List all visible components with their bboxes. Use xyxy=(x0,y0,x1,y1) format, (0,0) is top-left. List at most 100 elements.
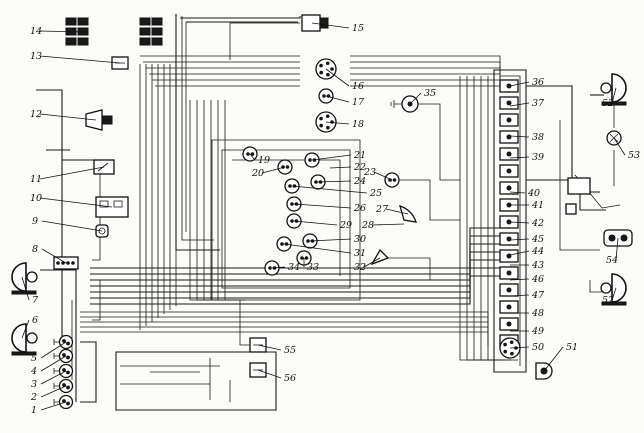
leader-c24 xyxy=(317,180,352,183)
leader-c9 xyxy=(41,220,103,232)
label-c20: 20 xyxy=(251,168,264,179)
leader-c46 xyxy=(509,278,530,281)
wire-8 xyxy=(80,316,489,334)
label-c2: 2 xyxy=(30,392,37,403)
label-c39: 39 xyxy=(532,152,544,163)
label-c24: 24 xyxy=(353,176,366,187)
component-c6 xyxy=(11,323,38,356)
component-c7 xyxy=(11,262,38,295)
leader-c22 xyxy=(329,166,352,169)
wire-17 xyxy=(155,80,501,87)
leader-c7 xyxy=(21,276,30,301)
leader-c8 xyxy=(41,248,67,264)
wire-67 xyxy=(380,257,431,280)
component-c52 xyxy=(600,73,627,106)
label-c22: 22 xyxy=(353,162,366,173)
leader-c30 xyxy=(309,238,352,242)
label-c50: 50 xyxy=(532,342,544,353)
leader-c52 xyxy=(611,87,617,104)
label-c56: 56 xyxy=(284,373,296,384)
wire-9 xyxy=(80,321,489,338)
wire-harness xyxy=(36,14,621,411)
leader-c52b xyxy=(611,287,617,301)
label-c10: 10 xyxy=(30,193,42,204)
wire-45 xyxy=(500,75,521,366)
leader-c17 xyxy=(325,95,350,103)
leader-c44 xyxy=(509,250,530,256)
label-c52b: 52 xyxy=(602,295,614,306)
wire-51 xyxy=(589,280,606,293)
leader-c36 xyxy=(509,81,530,87)
leader-c10 xyxy=(39,197,113,208)
label-c6: 6 xyxy=(32,315,38,326)
leader-c53 xyxy=(613,137,626,156)
component-c35 xyxy=(390,95,419,113)
leader-c42 xyxy=(509,221,530,224)
leader-c1 xyxy=(40,401,67,411)
wire-30 xyxy=(189,100,210,301)
leader-c13 xyxy=(39,55,121,64)
label-c25: 25 xyxy=(369,188,382,199)
label-c31: 31 xyxy=(354,248,366,259)
label-c21: 21 xyxy=(353,150,366,161)
leader-c28 xyxy=(371,223,405,226)
wire-34 xyxy=(217,100,238,301)
leader-c25 xyxy=(291,185,368,194)
wire-18 xyxy=(180,16,301,19)
leader-c23 xyxy=(373,171,393,181)
leader-c54 xyxy=(615,237,619,261)
leader-c38 xyxy=(509,135,530,138)
leader-c56 xyxy=(257,369,282,379)
leader-c16 xyxy=(325,68,350,87)
component-c34 xyxy=(264,260,280,276)
wire-33 xyxy=(210,100,231,301)
label-c42: 42 xyxy=(531,218,544,229)
wire-15 xyxy=(149,73,501,80)
component-c32 xyxy=(370,248,390,266)
wire-44 xyxy=(493,69,527,373)
wire-43 xyxy=(487,76,518,361)
label-c15: 15 xyxy=(352,23,364,34)
label-c1: 1 xyxy=(31,405,37,416)
leader-c27 xyxy=(385,208,409,215)
label-c3: 3 xyxy=(31,379,37,390)
leader-c4 xyxy=(40,355,67,372)
label-c4: 4 xyxy=(30,366,37,377)
label-c47: 47 xyxy=(531,290,545,301)
wire-59 xyxy=(92,280,101,321)
wire-66 xyxy=(392,179,460,221)
wire-20 xyxy=(175,14,220,251)
leader-c11 xyxy=(39,166,105,180)
label-c12: 12 xyxy=(30,109,42,120)
label-c16: 16 xyxy=(352,81,364,92)
leader-c50 xyxy=(509,346,530,349)
label-c27: 27 xyxy=(375,204,389,215)
leader-c37 xyxy=(509,102,530,107)
component-c2 xyxy=(53,378,74,394)
wire-58 xyxy=(80,341,97,403)
leader-c18 xyxy=(325,121,350,125)
label-c35: 35 xyxy=(424,88,436,99)
leader-c39 xyxy=(509,156,530,159)
label-c14: 14 xyxy=(30,26,42,37)
label-c9: 9 xyxy=(32,216,38,227)
wire-53 xyxy=(36,89,63,340)
wire-65 xyxy=(410,103,460,181)
wire-61 xyxy=(115,351,277,411)
component-c14 xyxy=(65,17,163,46)
leader-c55 xyxy=(257,344,282,351)
component-c5 xyxy=(53,334,74,350)
label-c5: 5 xyxy=(31,353,37,364)
label-c29: 29 xyxy=(339,220,352,231)
component-c12 xyxy=(85,109,113,131)
label-c11: 11 xyxy=(30,174,42,185)
leader-c29 xyxy=(293,220,338,226)
wire-21 xyxy=(181,16,214,241)
leader-c26 xyxy=(293,203,352,209)
wire-11 xyxy=(80,331,489,346)
label-c40: 40 xyxy=(527,188,540,199)
wire-36 xyxy=(211,139,361,301)
leader-c32 xyxy=(363,257,381,268)
label-c7: 7 xyxy=(32,295,39,306)
